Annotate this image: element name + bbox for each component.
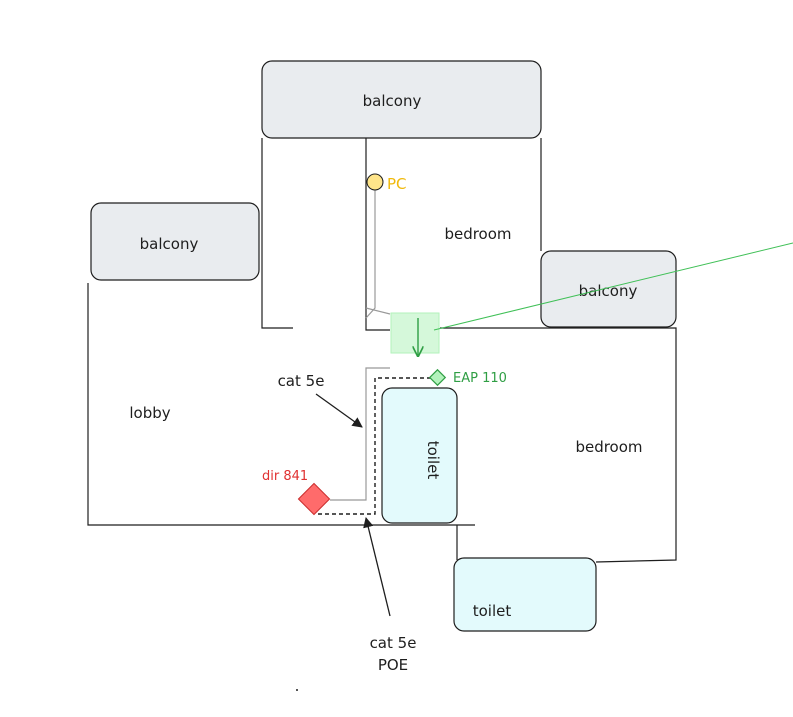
cat5e-cable [330,367,390,501]
toilet-vertical-box [381,387,458,524]
pc-cable-2 [365,307,391,315]
balcony-left-label: balcony [140,235,199,253]
balcony-right-box [540,250,677,328]
bedroom-right-label: bedroom [575,438,642,456]
cat5e-arrow [315,393,363,428]
balcony-right-label: balcony [579,282,638,300]
wifi-coverage-zone [390,312,440,354]
walls [87,138,677,563]
eap-icon [428,368,447,387]
poe-arrow [363,516,391,617]
eap-label: EAP 110 [453,371,507,386]
poe-annotation-line2: POE [378,656,408,674]
pc-cable [365,190,376,319]
pc-label: PC [387,175,407,193]
bedroom-top-label: bedroom [444,225,511,243]
poe-cable [318,377,432,515]
toilet-bottom-label: toilet [473,602,512,620]
pc-icon [366,173,384,191]
lobby-label: lobby [129,404,170,422]
balcony-top-box [261,60,542,139]
wifi-signal-line [433,242,793,331]
poe-annotation-line1: cat 5e [370,634,417,652]
toilet-vertical-label: toilet [424,441,442,480]
router-icon [297,482,331,516]
cat5e-annotation: cat 5e [278,372,325,390]
router-label: dir 841 [262,469,308,484]
balcony-left-box [90,202,260,281]
stray-dot [296,689,298,691]
toilet-bottom-box [453,557,597,632]
balcony-top-label: balcony [363,92,422,110]
